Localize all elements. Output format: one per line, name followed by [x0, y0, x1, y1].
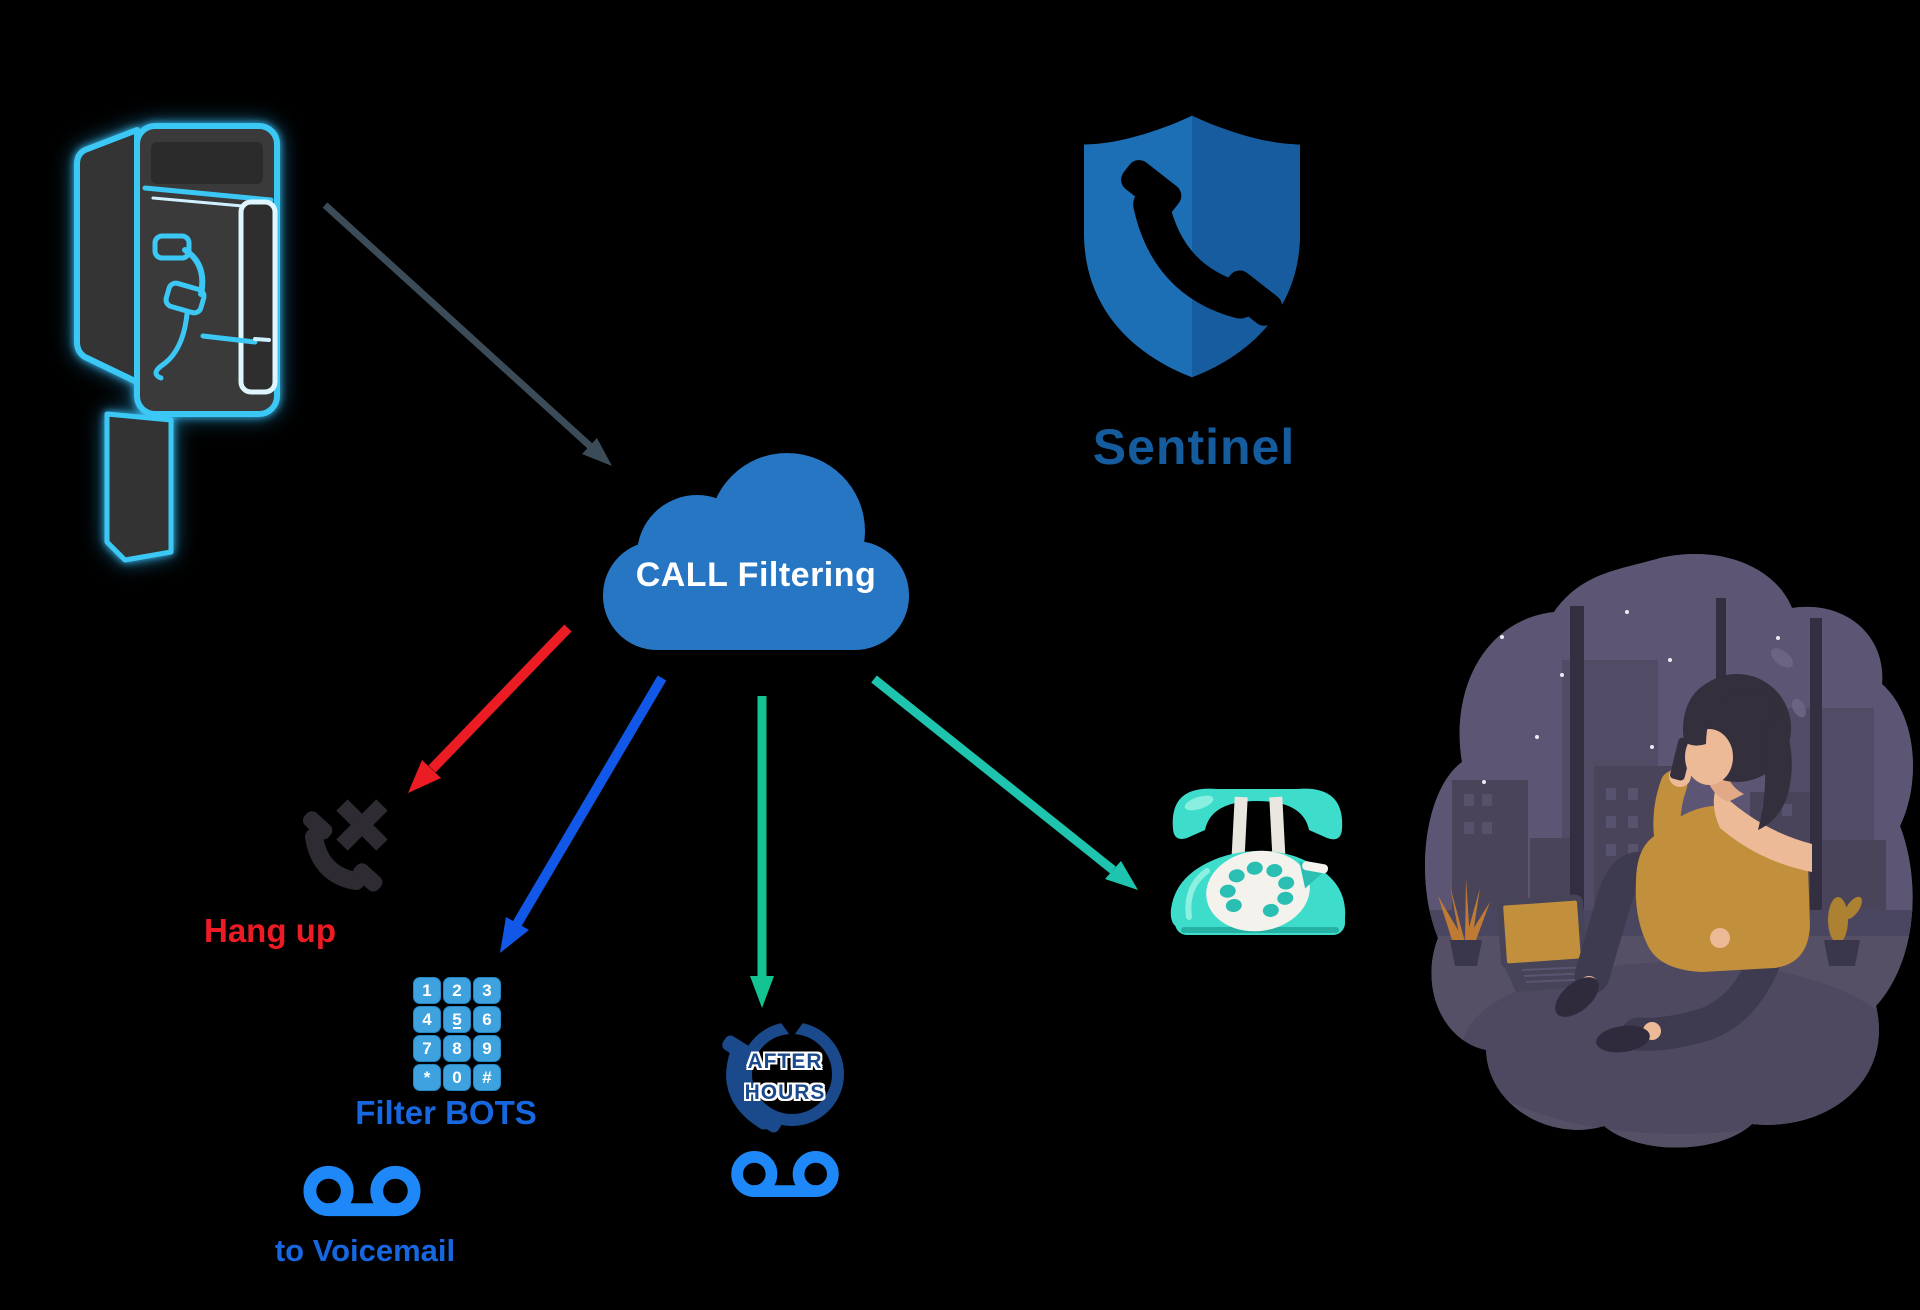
arrow-cloud-to-afterhours — [750, 696, 774, 1008]
leaf-icon — [1770, 648, 1807, 718]
keypad-key: 3 — [473, 977, 501, 1004]
cloud-icon — [603, 453, 909, 650]
voicemail-icon — [731, 1150, 839, 1198]
keypad-key: 5 — [443, 1006, 471, 1033]
filter-bots-label: Filter BOTS — [355, 1094, 537, 1131]
potted-plant — [1438, 878, 1490, 966]
after-hours-line1: AFTER — [747, 1050, 823, 1073]
keypad-key: 9 — [473, 1035, 501, 1062]
woman-figure — [1497, 674, 1812, 1053]
keypad-key: * — [413, 1064, 441, 1091]
after-hours-icon — [722, 1016, 844, 1133]
hang-up-label: Hang up — [204, 912, 336, 949]
payphone-icon — [74, 123, 280, 563]
rotary-phone-icon — [1170, 788, 1346, 935]
keypad-key: 6 — [473, 1006, 501, 1033]
after-hours-line2: HOURS — [744, 1081, 826, 1104]
keypad-key: # — [473, 1064, 501, 1091]
to-voicemail-label: to Voicemail — [274, 1233, 456, 1268]
arrow-cloud-to-phone — [871, 675, 1138, 890]
keypad-key: 0 — [443, 1064, 471, 1091]
shield-phone-icon — [1121, 160, 1283, 326]
cactus — [1824, 896, 1862, 966]
rotary-dial — [1206, 850, 1329, 932]
keypad-key: 4 — [413, 1006, 441, 1033]
arrow-cloud-to-keypad — [500, 675, 667, 953]
voicemail-icon — [303, 1165, 421, 1217]
after-hours-label: AFTER HOURS — [716, 1046, 854, 1108]
arrow-cloud-to-hangup — [408, 624, 572, 793]
woman-illustration — [1425, 553, 1913, 1148]
keypad-key: 7 — [413, 1035, 441, 1062]
keypad-icon: 1 2 3 4 5 6 7 8 9 * 0 # — [413, 977, 507, 1091]
arrow-payphone-to-cloud — [322, 202, 612, 466]
sentinel-label: Sentinel — [1092, 419, 1296, 475]
hang-up-icon — [302, 799, 388, 892]
keypad-key: 2 — [443, 977, 471, 1004]
sentinel-shield-icon — [1084, 115, 1300, 378]
keypad-key: 8 — [443, 1035, 471, 1062]
cloud-label: CALL Filtering — [635, 556, 877, 594]
keypad-key: 1 — [413, 977, 441, 1004]
